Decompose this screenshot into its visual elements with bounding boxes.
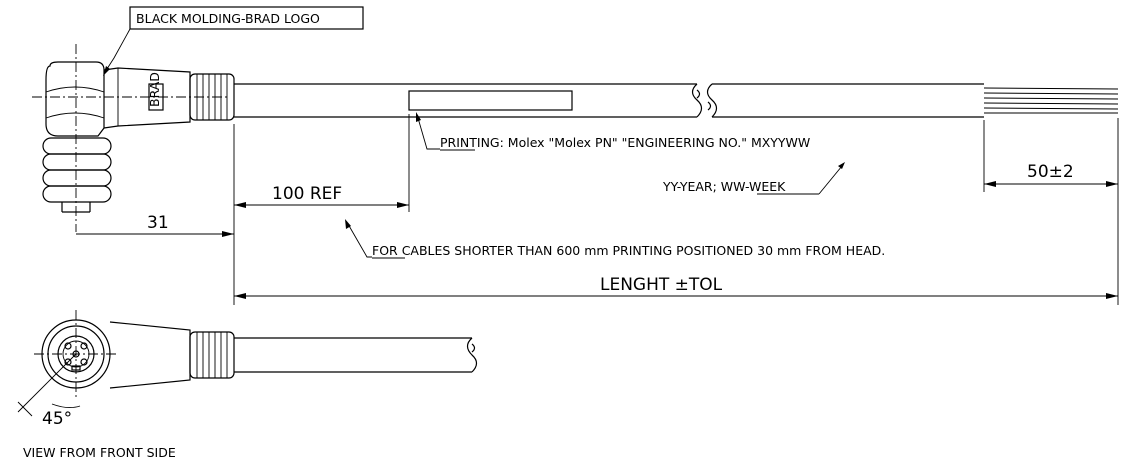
dimension-31: 31 [76, 213, 234, 237]
dimension-total-length: LENGHT ±TOL [234, 275, 1118, 299]
pin-3 [80, 358, 88, 366]
year-week-note-text: YY-YEAR; WW-WEEK [662, 179, 786, 194]
pin-2 [80, 342, 88, 350]
top-view: BLACK MOLDING-BRAD LOGO BRAD [32, 6, 1119, 305]
year-week-note: YY-YEAR; WW-WEEK [662, 162, 845, 195]
dimension-total-length-text: LENGHT ±TOL [600, 275, 723, 295]
logo-note-text: BLACK MOLDING-BRAD LOGO [136, 11, 320, 26]
logo-note: BLACK MOLDING-BRAD LOGO [103, 6, 364, 76]
dimension-50-text: 50±2 [1027, 162, 1074, 182]
pin-1 [64, 342, 72, 350]
dimension-31-text: 31 [147, 213, 169, 233]
angle-45-text: 45° [42, 409, 72, 429]
short-cable-note-text: FOR CABLES SHORTER THAN 600 mm PRINTING … [372, 243, 885, 258]
logo-mark: BRAD [147, 72, 162, 107]
printing-area: PRINTING: Molex "Molex PN" "ENGINEERING … [408, 90, 810, 151]
printing-note-text: PRINTING: Molex "Molex PN" "ENGINEERING … [440, 135, 810, 150]
cable [234, 83, 1119, 118]
dimension-50: 50±2 [984, 162, 1118, 187]
dimension-100-ref-text: 100 REF [272, 184, 342, 204]
dimension-100-ref: 100 REF [234, 184, 409, 208]
front-view: 45° VIEW FROM FRONT SIDE [17, 310, 478, 460]
pin-4 [64, 358, 72, 366]
front-view-note-text: VIEW FROM FRONT SIDE [23, 445, 176, 460]
short-cable-note: FOR CABLES SHORTER THAN 600 mm PRINTING … [345, 219, 885, 259]
angle-45: 45° [17, 353, 81, 429]
connector-head: BRAD [42, 61, 235, 213]
